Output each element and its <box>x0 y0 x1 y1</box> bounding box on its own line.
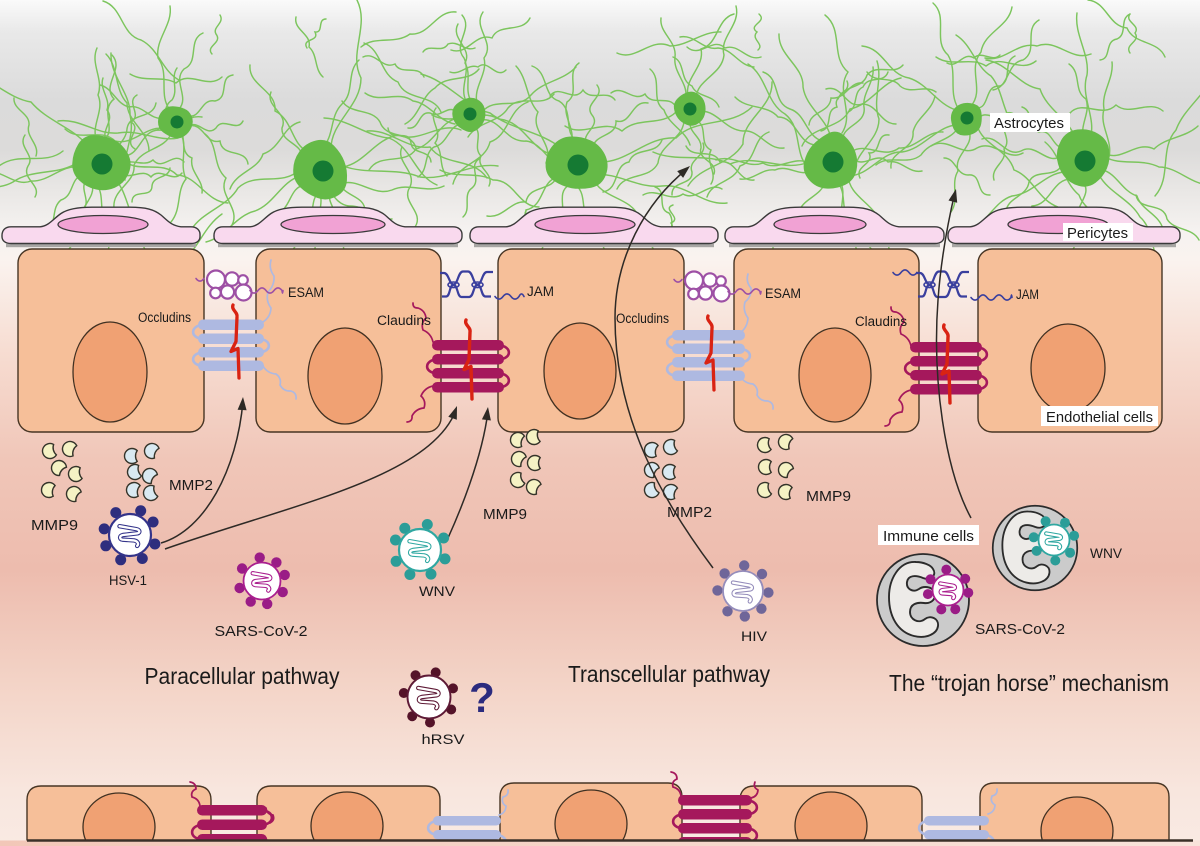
svg-text:Astrocytes: Astrocytes <box>994 115 1064 132</box>
svg-text:Immune cells: Immune cells <box>883 528 974 545</box>
svg-text:Occludins: Occludins <box>138 310 191 325</box>
svg-text:MMP9: MMP9 <box>483 506 527 523</box>
svg-text:JAM: JAM <box>527 284 554 299</box>
svg-text:Transcellular pathway: Transcellular pathway <box>568 661 770 687</box>
svg-text:HSV-1: HSV-1 <box>109 572 147 588</box>
svg-text:?: ? <box>469 674 495 721</box>
svg-text:MMP9: MMP9 <box>31 517 78 534</box>
svg-text:MMP9: MMP9 <box>806 488 851 505</box>
svg-text:Claudins: Claudins <box>855 314 907 329</box>
svg-text:MMP2: MMP2 <box>667 504 712 521</box>
svg-text:Endothelial cells: Endothelial cells <box>1046 409 1153 426</box>
svg-text:HIV: HIV <box>741 628 768 644</box>
svg-text:WNV: WNV <box>1090 545 1123 561</box>
svg-text:ESAM: ESAM <box>765 286 801 301</box>
svg-text:WNV: WNV <box>419 583 456 599</box>
svg-text:SARS-CoV-2: SARS-CoV-2 <box>975 622 1065 638</box>
svg-text:Pericytes: Pericytes <box>1067 225 1128 242</box>
svg-text:SARS-CoV-2: SARS-CoV-2 <box>215 624 308 640</box>
svg-text:MMP2: MMP2 <box>169 477 213 494</box>
svg-text:Paracellular pathway: Paracellular pathway <box>145 663 340 689</box>
svg-text:JAM: JAM <box>1016 287 1039 302</box>
svg-text:The “trojan horse” mechanism: The “trojan horse” mechanism <box>889 670 1169 696</box>
svg-text:Claudins: Claudins <box>377 313 431 328</box>
svg-text:hRSV: hRSV <box>422 731 466 747</box>
svg-text:Occludins: Occludins <box>616 311 669 326</box>
svg-text:ESAM: ESAM <box>288 285 324 300</box>
